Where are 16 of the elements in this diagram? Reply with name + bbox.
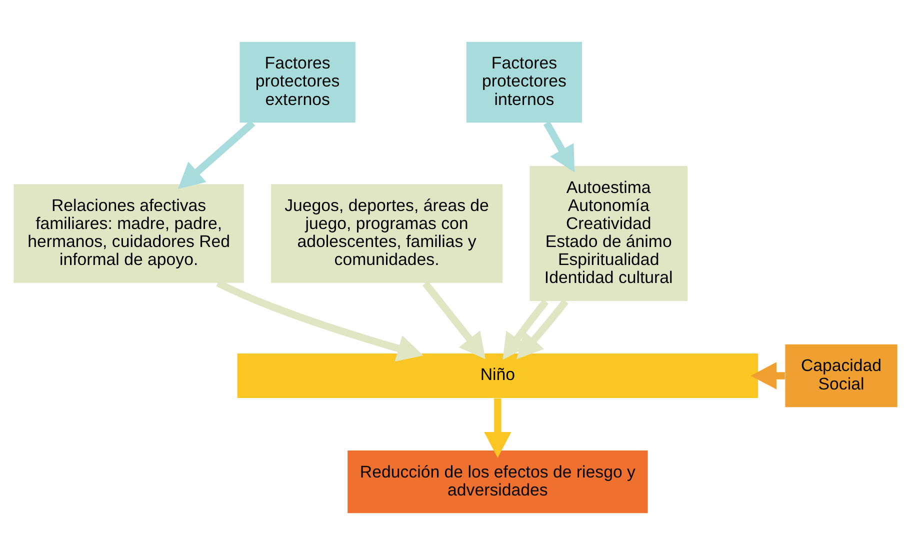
node-box: Capacidad Social	[785, 344, 898, 408]
arrow	[178, 120, 256, 189]
arrow	[484, 398, 512, 458]
arrow	[543, 121, 575, 172]
node-box: Factores protectores internos	[466, 42, 582, 123]
arrow	[422, 280, 486, 360]
arrow	[216, 280, 424, 362]
node-box: Reducción de los efectos de riesgo y adversidades	[348, 450, 648, 514]
node-box: Factores protectores externos	[240, 42, 356, 123]
node-box: Juegos, deportes, áreas de juego, programas con adolescentes, familias y comunidades.	[271, 184, 503, 283]
arrow	[750, 362, 785, 390]
arrow	[516, 299, 569, 360]
node-box: Relaciones afectivas familiares: madre, padre, hermanos, cuidadores Red informal de apoyo.	[14, 184, 244, 283]
node-box: Niño	[237, 353, 758, 398]
arrow	[502, 299, 549, 360]
node-box: Autoestima Autonomía Creatividad Estado de ánimo Espiritualidad Identidad cultural	[530, 166, 688, 301]
